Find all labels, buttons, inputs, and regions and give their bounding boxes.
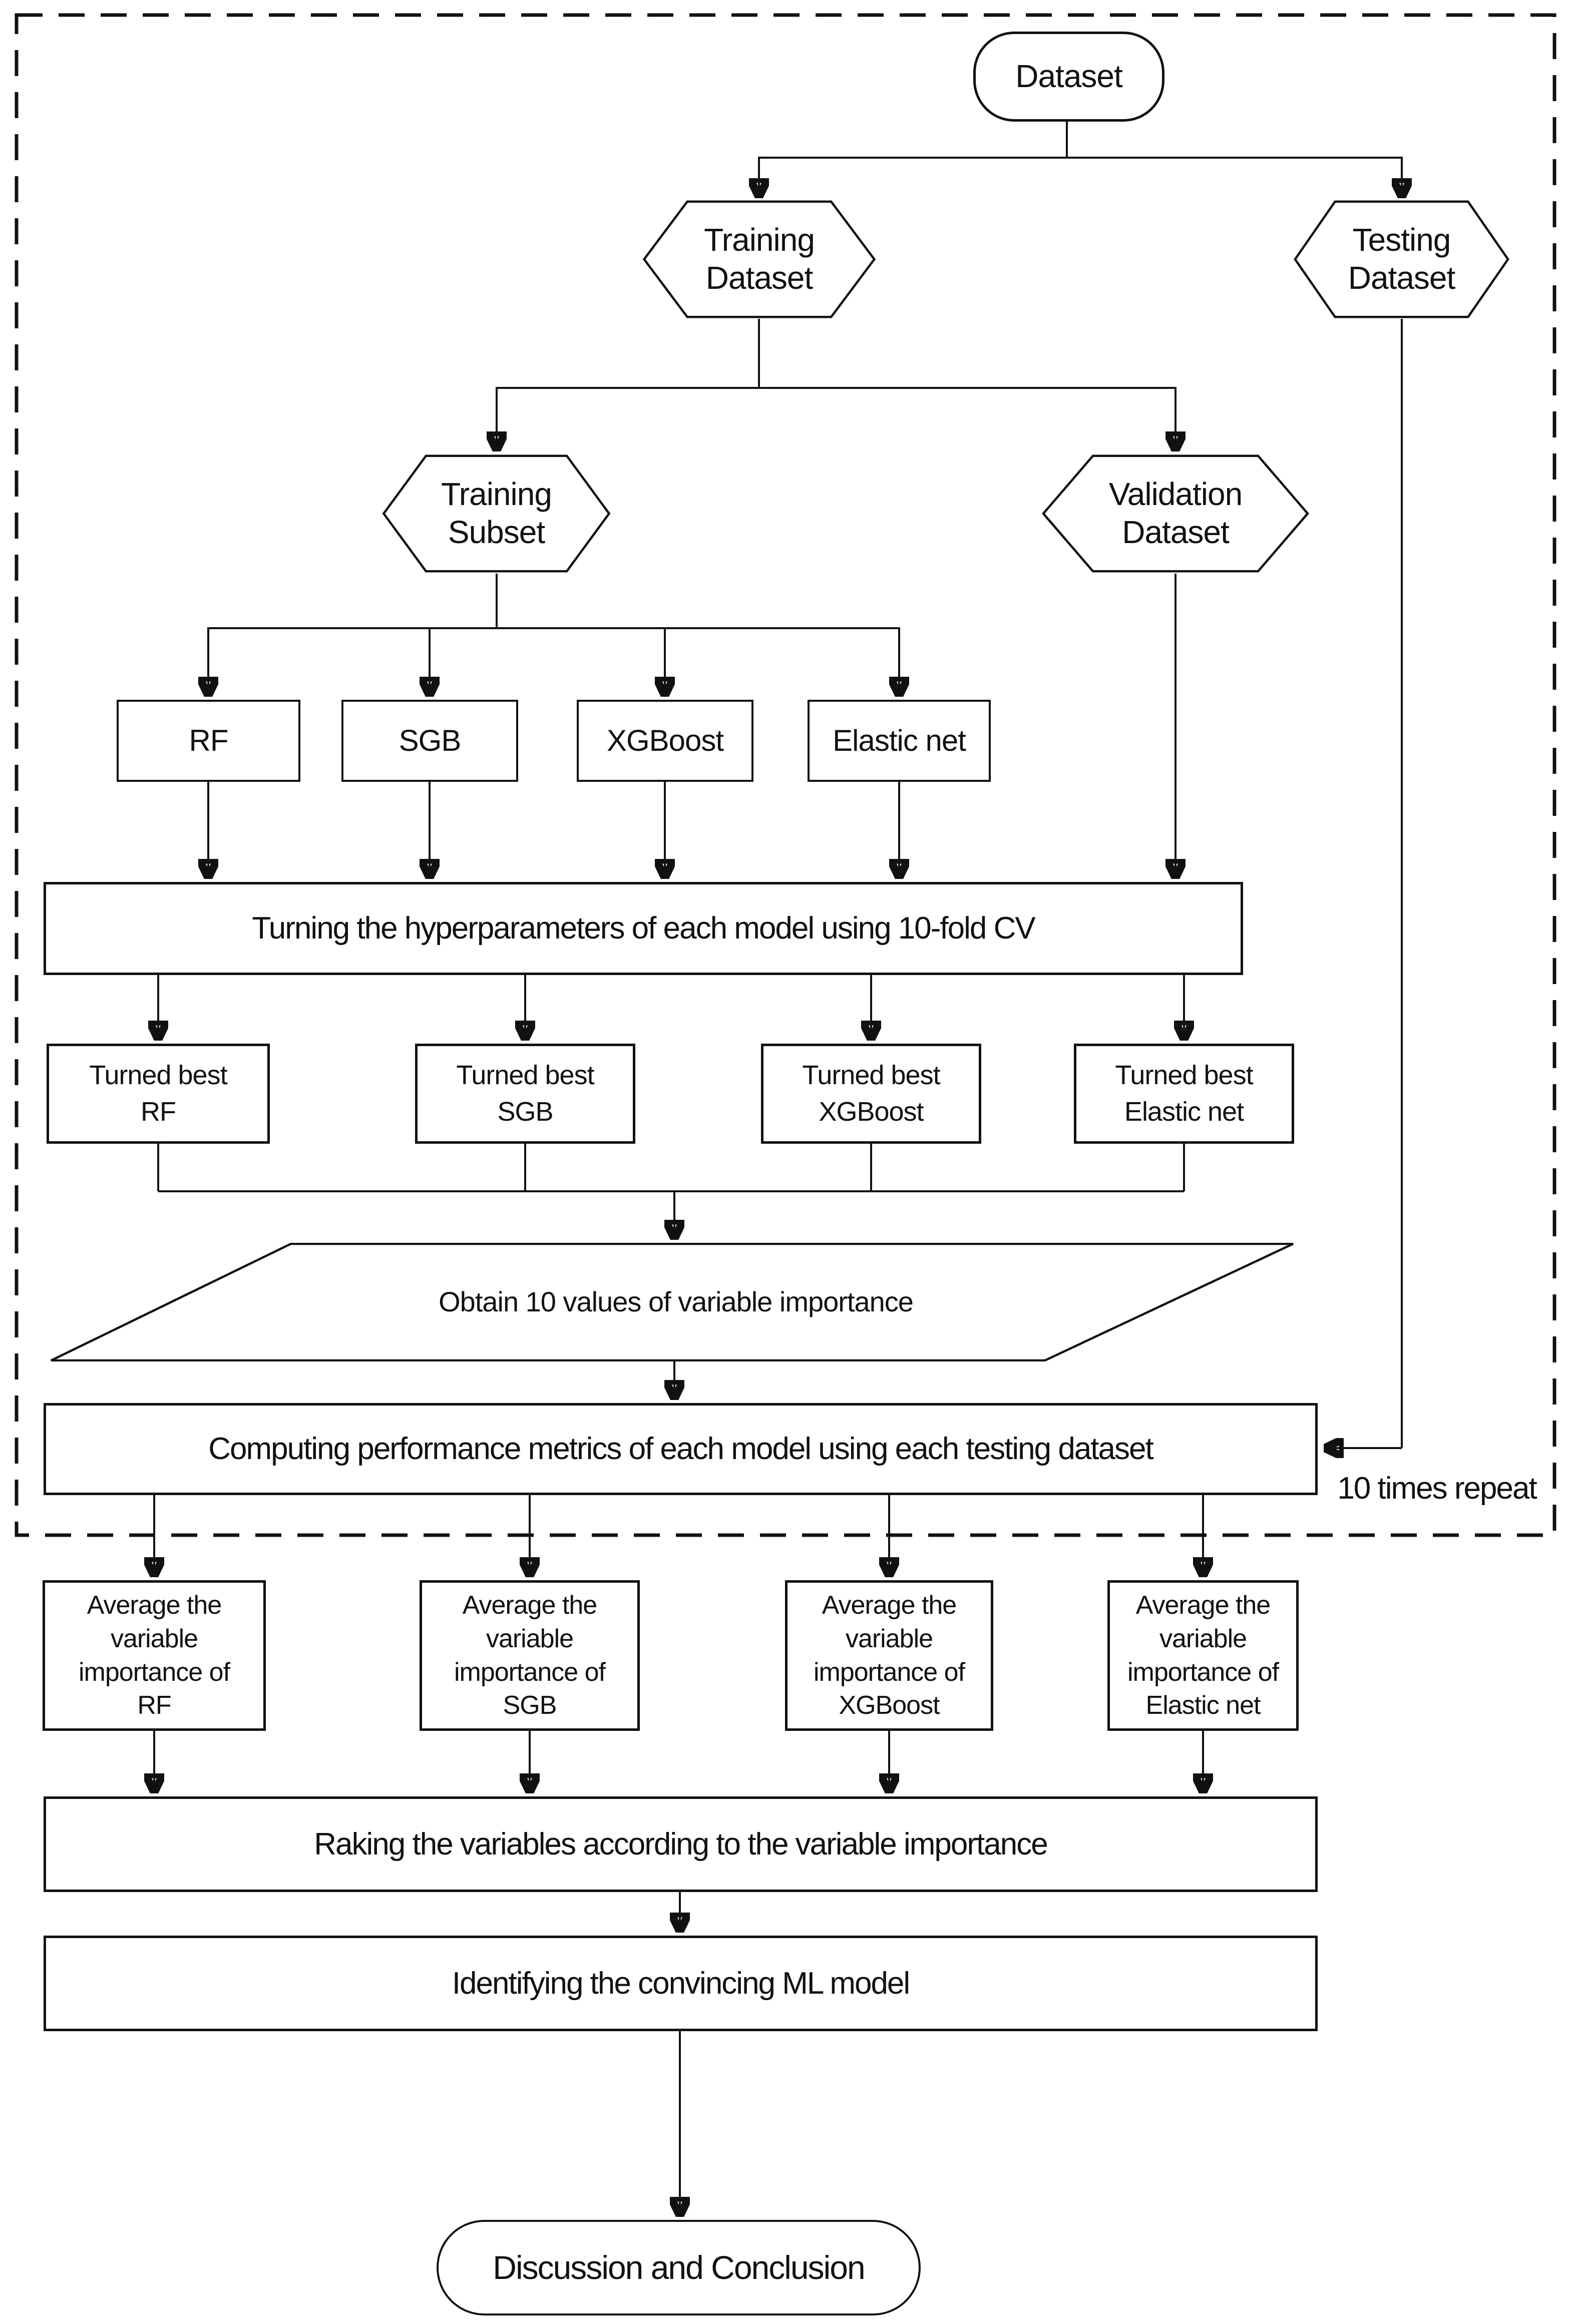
- hexagon-shape: [1291, 199, 1512, 319]
- obtain-importance-node: Obtain 10 values of variable importance: [50, 1243, 1302, 1361]
- training-dataset-label: Training Dataset: [704, 222, 815, 296]
- avg-rf-node: Average the variable importance of RF: [43, 1580, 266, 1731]
- xgboost-label: XGBoost: [606, 723, 724, 757]
- avg-xgboost-label: Average the variable importance of XGBoo…: [813, 1591, 965, 1720]
- identify-label: Identifying the convincing ML model: [452, 1966, 910, 2001]
- edge-subset-split: [208, 574, 899, 629]
- avg-sgb-label: Average the variable importance of SGB: [454, 1591, 606, 1720]
- rf-label: RF: [189, 723, 229, 757]
- turned-elastic-net-node: Turned best Elastic net: [1074, 1044, 1294, 1144]
- edge-trainingds-split: [497, 319, 1175, 389]
- repeat-annotation: 10 times repeat: [1337, 1471, 1537, 1506]
- training-subset-node: Training Subset: [379, 453, 614, 574]
- turned-sgb-label: Turned best SGB: [456, 1060, 594, 1127]
- conclusion-label: Discussion and Conclusion: [493, 2248, 865, 2286]
- sgb-node: SGB: [341, 700, 518, 782]
- validation-dataset-node: Validation Dataset: [1038, 453, 1313, 574]
- elastic-net-node: Elastic net: [808, 700, 991, 782]
- repeat-loop-dashed-border: [15, 13, 1556, 1537]
- flow-arrows: [154, 122, 1402, 2214]
- testing-dataset-node: Testing Dataset: [1291, 199, 1512, 319]
- ranking-label: Raking the variables according to the va…: [314, 1826, 1048, 1862]
- dataset-node: Dataset: [973, 32, 1164, 122]
- avg-sgb-node: Average the variable importance of SGB: [420, 1580, 640, 1731]
- identify-node: Identifying the convincing ML model: [44, 1936, 1318, 2031]
- compute-metrics-label: Computing performance metrics of each mo…: [208, 1432, 1153, 1467]
- edge-turned-merge: [157, 1144, 1185, 1192]
- edge-dataset-split: [759, 122, 1402, 159]
- elastic-net-label: Elastic net: [833, 723, 966, 757]
- tuning-node: Turning the hyperparameters of each mode…: [44, 882, 1243, 975]
- xgboost-node: XGBoost: [577, 700, 753, 782]
- training-dataset-node: Training Dataset: [639, 199, 879, 319]
- avg-elastic-net-label: Average the variable importance of Elast…: [1127, 1591, 1279, 1720]
- turned-sgb-node: Turned best SGB: [415, 1044, 635, 1144]
- dataset-label: Dataset: [1015, 58, 1123, 95]
- hexagon-shape: [639, 199, 879, 319]
- turned-xgboost-label: Turned best XGBoost: [802, 1060, 940, 1127]
- ranking-node: Raking the variables according to the va…: [44, 1796, 1318, 1892]
- sgb-label: SGB: [399, 723, 462, 757]
- turned-elastic-net-label: Turned best Elastic net: [1115, 1060, 1253, 1127]
- hexagon-shape: [379, 453, 614, 574]
- turned-xgboost-node: Turned best XGBoost: [761, 1044, 981, 1144]
- tuning-label: Turning the hyperparameters of each mode…: [252, 911, 1036, 946]
- conclusion-node: Discussion and Conclusion: [437, 2220, 921, 2315]
- hexagon-shape: [1038, 453, 1313, 574]
- validation-dataset-label: Validation Dataset: [1108, 476, 1243, 550]
- turned-rf-node: Turned best RF: [47, 1044, 270, 1144]
- testing-dataset-label: Testing Dataset: [1348, 222, 1456, 296]
- turned-rf-label: Turned best RF: [89, 1060, 227, 1127]
- avg-rf-label: Average the variable importance of RF: [78, 1591, 230, 1720]
- avg-xgboost-node: Average the variable importance of XGBoo…: [785, 1580, 993, 1731]
- parallelogram-shape: [50, 1243, 1302, 1361]
- avg-elastic-net-node: Average the variable importance of Elast…: [1107, 1580, 1299, 1731]
- rf-node: RF: [117, 700, 300, 782]
- compute-metrics-node: Computing performance metrics of each mo…: [44, 1403, 1318, 1495]
- training-subset-label: Training Subset: [441, 476, 552, 550]
- obtain-importance-label: Obtain 10 values of variable importance: [439, 1286, 914, 1318]
